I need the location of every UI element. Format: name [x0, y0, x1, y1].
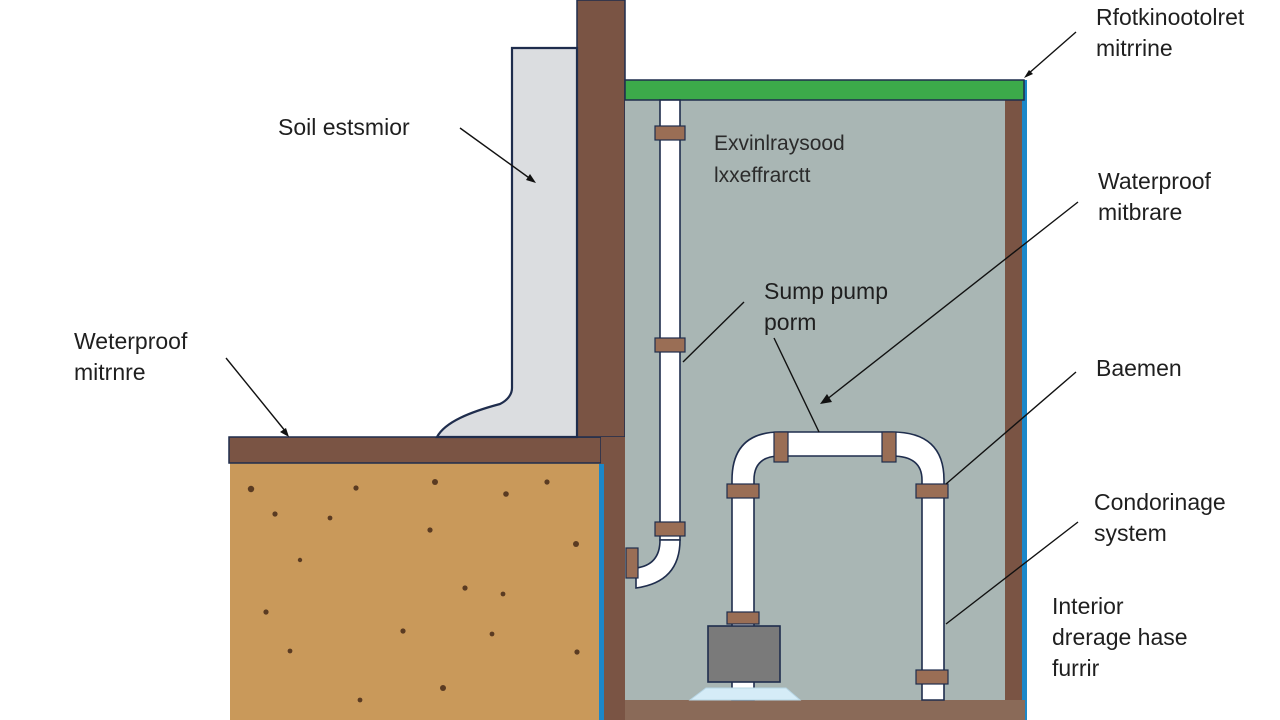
label-interior-wall: Exvinlraysood lxxeffrarctt — [714, 128, 845, 192]
ground-surface-band — [624, 79, 1025, 101]
arrowhead-soil — [526, 174, 536, 183]
label-top-right: Rfotkinootolret mitrrine — [1096, 2, 1244, 64]
soil-exterior-panel — [435, 46, 579, 439]
basement-floor — [625, 700, 1025, 720]
arrowhead-top-right — [1024, 70, 1033, 78]
label-interior-drainage-line3: furrir — [1052, 655, 1100, 681]
label-basement: Baemen — [1096, 353, 1182, 384]
label-interior-drainage: Interior drerage hase furrir — [1052, 591, 1188, 684]
label-waterproof-left: Weterproof mitrnre — [74, 326, 187, 388]
leader-basement — [945, 371, 1077, 485]
label-top-right-line2: mitrrine — [1096, 35, 1173, 61]
leader-waterproof-right — [825, 201, 1079, 401]
label-waterproof-right-line2: mitbrare — [1098, 199, 1183, 225]
waterproof-membrane-right — [1022, 80, 1027, 720]
leader-soil — [459, 127, 533, 181]
foundation-wall — [576, 0, 626, 438]
ground-slab — [228, 436, 602, 464]
basement-interior — [625, 98, 1025, 720]
label-drainage-line1: Condorinage — [1094, 489, 1226, 515]
discharge-pipe — [625, 99, 686, 589]
soil-specks — [247, 479, 580, 703]
leader-arrowheads — [280, 70, 1033, 437]
leader-waterproof-left — [225, 357, 287, 433]
leader-drainage — [945, 521, 1079, 625]
label-waterproof-left-line1: Weterproof — [74, 328, 188, 354]
label-interior-wall-line1: Exvinlraysood — [714, 132, 845, 155]
label-interior-wall-line2: lxxeffrarctt — [714, 164, 811, 187]
arrowhead-waterproof-left — [280, 428, 289, 437]
label-sump-pump-line2: porm — [764, 309, 817, 335]
leader-sump-pump — [682, 301, 745, 363]
label-drainage-line2: system — [1094, 520, 1167, 546]
sump-pit-water — [688, 687, 802, 701]
label-waterproof-right-line1: Waterproof — [1098, 168, 1211, 194]
sump-pump-unit — [707, 625, 781, 683]
label-top-right-line1: Rfotkinootolret — [1096, 4, 1245, 30]
label-soil-line1: Soil estsmior — [278, 114, 410, 140]
label-interior-drainage-line1: Interior — [1052, 593, 1124, 619]
label-interior-drainage-line2: drerage hase — [1052, 624, 1188, 650]
soil-block — [230, 462, 602, 720]
label-soil: Soil estsmior — [278, 112, 410, 143]
label-waterproof-right: Waterproof mitbrare — [1098, 166, 1211, 228]
waterproof-membrane-left — [599, 464, 604, 720]
leader-top-right — [1027, 31, 1077, 75]
label-basement-line1: Baemen — [1096, 355, 1182, 381]
leader-lines — [225, 31, 1079, 625]
foundation-wall-lower — [601, 437, 625, 720]
label-waterproof-left-line2: mitrnre — [74, 359, 146, 385]
leader-sump-pump-2 — [773, 337, 820, 433]
basement-wall-right — [1005, 98, 1022, 720]
label-drainage: Condorinage system — [1094, 487, 1226, 549]
arrowhead-waterproof-right — [820, 394, 832, 404]
label-sump-pump: Sump pump porm — [764, 276, 888, 338]
label-sump-pump-line1: Sump pump — [764, 278, 889, 304]
